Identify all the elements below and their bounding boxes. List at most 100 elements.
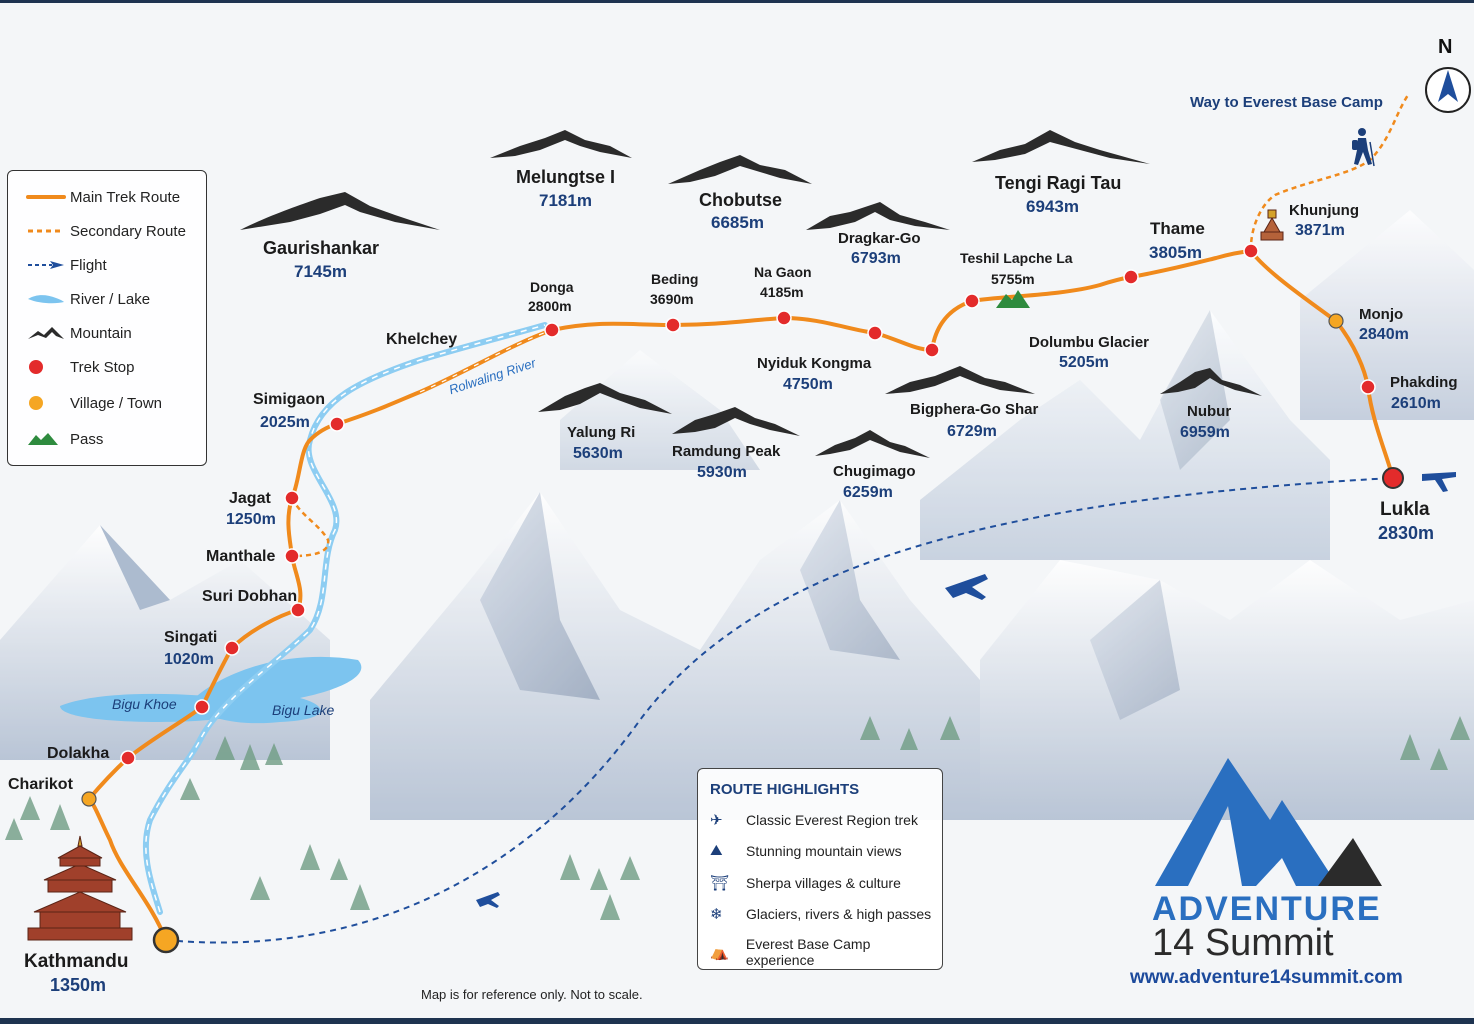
legend-main-route: Main Trek Route [26,185,180,209]
flight-route [165,477,1393,944]
stop-donga-name: Donga [530,279,574,295]
stop-beding-elev: 3690m [650,291,694,307]
peak-chobutse-name: Chobutse [699,190,782,210]
stop-thame [1243,243,1259,259]
stop-dolakha-name: Dolakha [47,745,110,762]
hiker-icon [1352,128,1375,167]
temple-icon: ⛩ [710,875,730,892]
highlight-text: Stunning mountain views [746,842,902,859]
way-to-ebc-label: Way to Everest Base Camp [1190,94,1383,111]
peak-ramdung-peak-name: Ramdung Peak [672,443,781,460]
secondary-route [290,497,330,558]
stop-teshil-lapche-la-name: Teshil Lapche La [960,250,1073,266]
mountain-silhouettes [240,130,1262,458]
stop-singati-elev: 1020m [164,651,214,668]
brand-name-line1: ADVENTURE [1152,890,1382,928]
legend-label: Secondary Route [70,222,186,240]
peak-dragkar-go-name: Dragkar-Go [838,230,921,247]
stop-donga-elev: 2800m [528,298,572,314]
brand-name-line2: 14 Summit [1152,922,1334,964]
legend-panel: Main Trek Route Secondary Route Flight R… [7,170,207,466]
stop-nyiduk-a [867,325,883,341]
stop-simigaon [329,416,345,432]
stop-khelchey-name: Khelchey [386,331,458,348]
stop-monjo-name: Monjo [1359,306,1404,323]
stop-beding-name: Beding [651,271,699,287]
stop-jagat-elev: 1250m [226,511,276,528]
stop-beding [665,317,681,333]
stop-teshil [964,293,980,309]
legend-label: River / Lake [70,290,151,308]
peak-yalung-ri-elev: 5630m [573,445,623,462]
highlight-item: ⛩ Sherpa villages & culture [710,874,901,892]
stop-suri-dobhan-name: Suri Dobhan [202,588,298,605]
stop-thame-name: Thame [1150,219,1205,238]
stop-kathmandu-elev: 1350m [50,975,107,995]
highlights-title: ROUTE HIGHLIGHTS [710,781,860,798]
stop-nyiduk-kongma-name: Nyiduk Kongma [757,355,872,372]
peak-nubur-elev: 6959m [1180,424,1230,441]
stop-simigaon-elev: 2025m [260,414,310,431]
peak-bigphera-go-shar-elev: 6729m [947,423,997,440]
pass-icon [996,290,1030,308]
glacier-icon: ❄ [710,906,723,923]
legend-label: Mountain [70,324,132,342]
highlight-item: ⛺ Everest Base Camp experience [710,936,942,968]
peak-bigphera-go-shar-name: Bigphera-Go Shar [910,401,1039,418]
pass-icon [26,427,70,451]
legend-flight: Flight [26,253,107,277]
legend-secondary-route: Secondary Route [26,219,186,243]
village-charikot [81,791,97,807]
stop-manthale-name: Manthale [206,548,276,565]
brand-url-link[interactable]: www.adventure14summit.com [1130,967,1403,988]
legend-label: Village / Town [70,394,163,412]
stop-thame-a [1123,269,1139,285]
bigu-khoe-label: Bigu Khoe [112,696,177,712]
highlight-text: Classic Everest Region trek [746,812,918,828]
villages [81,313,1344,954]
highlight-text: Glaciers, rivers & high passes [746,906,932,922]
forest-patches [5,716,1470,920]
peak-chobutse-elev: 6685m [711,213,764,232]
route-highlights-panel: ROUTE HIGHLIGHTS ✈ Classic Everest Regio… [697,768,943,970]
map-disclaimer: Map is for reference only. Not to scale. [421,987,643,1002]
stop-simigaon-name: Simigaon [253,391,326,408]
stop-phakding-elev: 2610m [1391,395,1441,412]
stop-jagat [284,490,300,506]
compass-north-label: N [1438,36,1453,58]
stop-na-gaon [776,310,792,326]
secondary-route-ebc [1249,94,1410,252]
stop-monjo-elev: 2840m [1359,326,1409,343]
stop-phakding [1360,379,1376,395]
stop-charikot-name: Charikot [8,776,73,793]
stop-nyiduk-kongma [924,342,940,358]
dolumbu-glacier-name: Dolumbu Glacier [1029,334,1150,351]
stop-khunjung-elev: 3871m [1295,222,1345,239]
stop-thame-elev: 3805m [1149,243,1202,262]
peak-dragkar-go-elev: 6793m [851,250,901,267]
stop-singati-name: Singati [164,629,218,646]
stop-jagat-name: Jagat [229,490,271,507]
khunjung-stupa-icon [1260,209,1284,241]
peak-chugimago-name: Chugimago [833,463,916,480]
legend-label: Main Trek Route [70,188,181,206]
bigu-lake-label: Bigu Lake [272,702,335,718]
main-trek-route-lukla [1249,249,1395,480]
legend-pass: Pass [26,427,103,451]
mountain-icon [26,321,70,345]
legend-trek-stop: Trek Stop [26,355,134,379]
highlight-item: ⛰ Stunning mountain views [710,842,902,859]
legend-label: Trek Stop [70,358,135,376]
peak-melungtse-elev: 7181m [539,191,592,210]
stop-lukla-name: Lukla [1380,499,1430,520]
legend-mountain: Mountain [26,321,132,345]
mountain-icon: ⛰ [710,842,723,859]
peak-tengi-ragi-tau-name: Tengi Ragi Tau [995,173,1122,193]
highlight-item: ❄ Glaciers, rivers & high passes [710,905,931,923]
peak-chugimago-elev: 6259m [843,484,893,501]
stop-na-gaon-name: Na Gaon [754,264,812,280]
stop-bigu [194,699,210,715]
stop-manthale [284,548,300,564]
stop-singati [224,640,240,656]
